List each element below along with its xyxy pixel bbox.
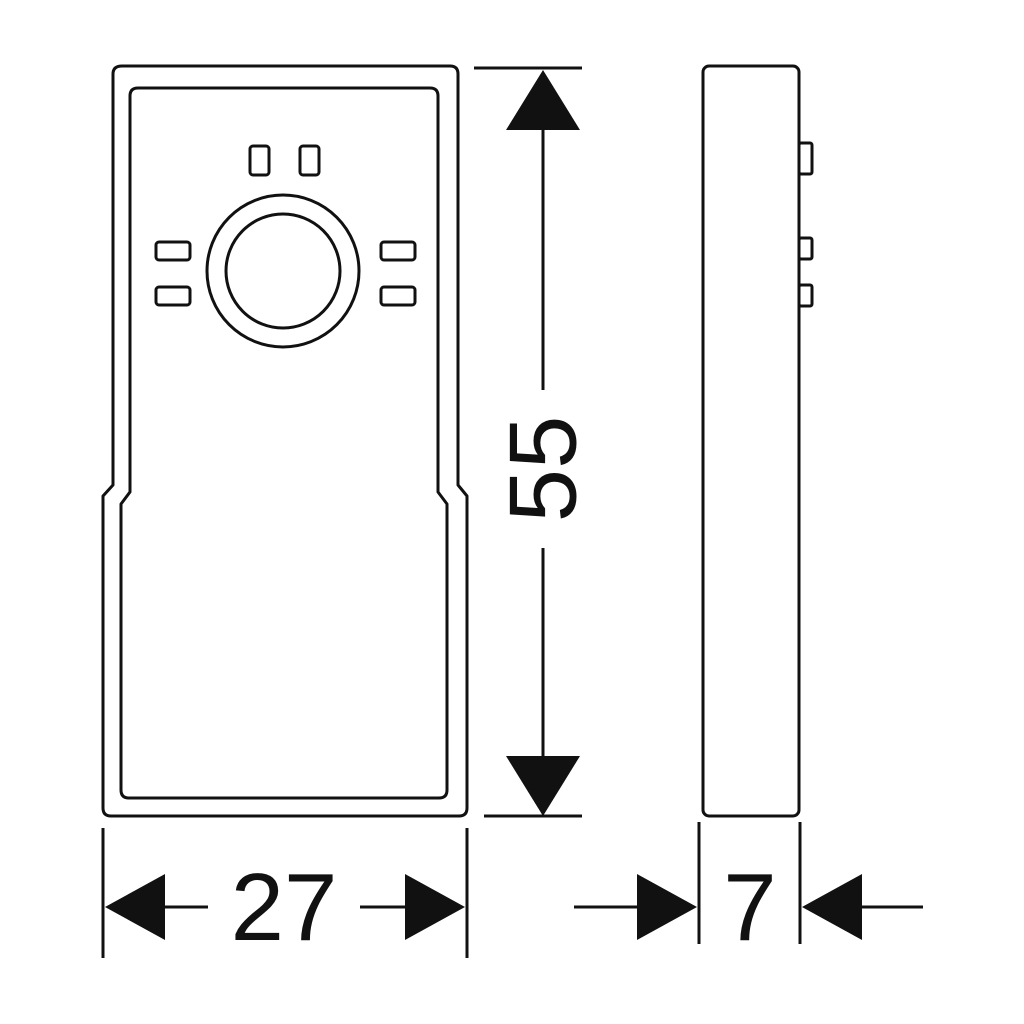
- left-slot-lower: [154, 285, 192, 307]
- front-outer-outline: [101, 64, 469, 818]
- height-dimension: [474, 66, 582, 818]
- height-arrow-down: [506, 756, 580, 816]
- height-dimension-label: 55: [490, 416, 597, 523]
- depth-arrow-left-pointing: [802, 874, 862, 940]
- width-dimension: [101, 828, 469, 958]
- side-tab-3: [797, 283, 814, 308]
- left-slot-upper: [154, 240, 192, 262]
- front-inner-outline: [119, 86, 449, 800]
- width-arrow-left: [105, 874, 165, 940]
- front-view: [101, 64, 469, 818]
- depth-dimension: [574, 822, 923, 944]
- sensor-ring-outer: [205, 193, 361, 349]
- depth-arrow-right-pointing: [637, 874, 697, 940]
- width-dimension-label: 27: [231, 854, 338, 961]
- top-slot-right: [298, 144, 321, 177]
- depth-dimension-label: 7: [723, 854, 776, 961]
- sensor-ring-inner: [224, 212, 342, 330]
- width-arrow-right: [405, 874, 465, 940]
- right-slot-lower: [379, 285, 417, 307]
- side-view: [701, 64, 814, 818]
- right-slot-upper: [379, 240, 417, 262]
- top-slot-left: [248, 144, 271, 177]
- height-arrow-up: [506, 70, 580, 130]
- side-tab-2: [797, 236, 814, 261]
- side-body: [701, 64, 801, 818]
- side-tab-1: [797, 141, 814, 176]
